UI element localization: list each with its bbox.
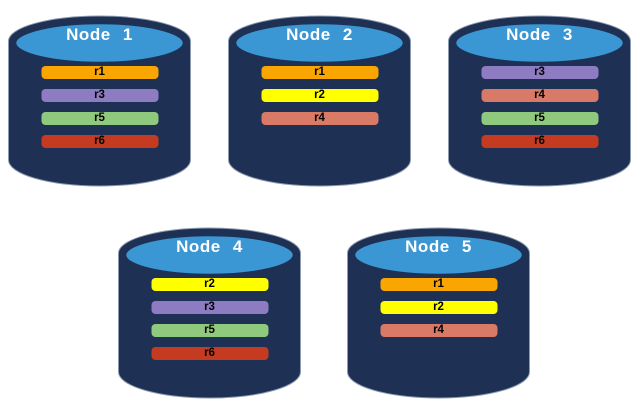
database-node-1: Node 1 r1 r3 r5 r6 [8,8,191,190]
replica-label: r1 [94,66,105,78]
replica-label: r5 [534,112,545,124]
replica-bar-r1: r1 [41,66,158,79]
replica-bar-r3: r3 [151,301,268,314]
replica-list: r2 r3 r5 r6 [151,278,268,360]
node-title: Node 3 [506,25,573,44]
replica-label: r2 [314,89,325,101]
replica-label: r1 [314,66,325,78]
replica-bar-r6: r6 [41,135,158,148]
database-node-5: Node 5 r1 r2 r4 [347,220,530,402]
database-node-4: Node 4 r2 r3 r5 r6 [118,220,301,402]
replica-bar-r4: r4 [261,112,378,125]
replica-label: r6 [94,135,105,147]
cylinder-top-ellipse [13,21,186,65]
replica-bar-r5: r5 [41,112,158,125]
node-title: Node 1 [66,25,133,44]
node-title: Node 5 [405,237,472,256]
replica-label: r6 [534,135,545,147]
replica-bar-r2: r2 [151,278,268,291]
replica-list: r1 r2 r4 [261,66,378,125]
replica-label: r3 [94,89,105,101]
replica-bar-r4: r4 [380,324,497,337]
replica-list: r3 r4 r5 r6 [481,66,598,148]
replica-bar-r1: r1 [261,66,378,79]
cylinder-top-ellipse [453,21,626,65]
replica-list: r1 r2 r4 [380,278,497,337]
replica-label: r3 [204,301,215,313]
replica-label: r5 [94,112,105,124]
replica-bar-r3: r3 [481,66,598,79]
replica-bar-r2: r2 [380,301,497,314]
replica-bar-r5: r5 [151,324,268,337]
replica-bar-r1: r1 [380,278,497,291]
database-node-2: Node 2 r1 r2 r4 [228,8,411,190]
cylinder-top-ellipse [123,233,296,277]
node-title: Node 4 [176,237,243,256]
replica-label: r2 [433,301,444,313]
replica-label: r1 [433,278,444,290]
replica-bar-r5: r5 [481,112,598,125]
replica-bar-r2: r2 [261,89,378,102]
replica-bar-r4: r4 [481,89,598,102]
replica-bar-r3: r3 [41,89,158,102]
replica-label: r5 [204,324,215,336]
replica-label: r6 [204,347,215,359]
database-node-3: Node 3 r3 r4 r5 r6 [448,8,631,190]
replica-label: r3 [534,66,545,78]
replica-label: r4 [534,89,545,101]
node-title: Node 2 [286,25,353,44]
cylinder-top-ellipse [352,233,525,277]
replica-list: r1 r3 r5 r6 [41,66,158,148]
replica-label: r4 [433,324,444,336]
cylinder-top-ellipse [233,21,406,65]
replica-label: r4 [314,112,325,124]
replica-label: r2 [204,278,215,290]
replica-bar-r6: r6 [151,347,268,360]
replica-bar-r6: r6 [481,135,598,148]
